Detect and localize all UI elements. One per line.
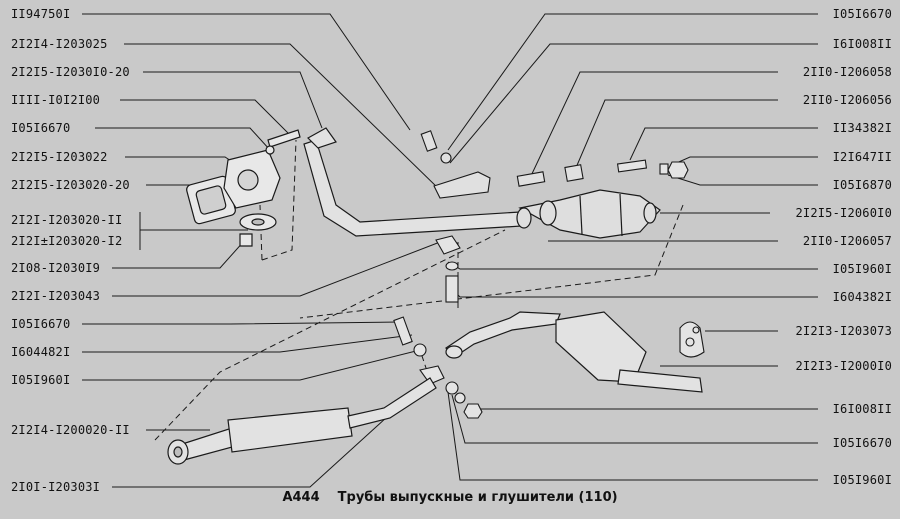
part-label: 2I2I4-I200020-II: [11, 423, 130, 437]
part-label: 2I0I-I20303I: [11, 480, 101, 494]
part-label: 2II0-I206058: [802, 65, 892, 79]
part-label: I05I960I: [11, 373, 71, 387]
part-label: I6I008II: [832, 37, 892, 51]
part-label: I05I960I: [832, 262, 892, 276]
part-label: 2I2I3-I2000I0: [795, 359, 892, 373]
part-label: 2I2I3-I203073: [795, 324, 892, 338]
part-label: IIII-I0I2I00: [11, 93, 101, 107]
caption-code: A444: [282, 490, 320, 505]
part-label: 2I2I5-I2030I0-20: [11, 65, 130, 79]
part-label: 2II0-I206057: [802, 234, 892, 248]
part-label: 2I2I4-I203025: [11, 37, 108, 51]
part-label: I6I008II: [832, 402, 892, 416]
part-label: I604382I: [832, 290, 892, 304]
part-label: I05I6670: [11, 121, 71, 135]
part-label: I2I647II: [832, 150, 892, 164]
part-label: I05I6870: [832, 178, 892, 192]
part-label: I05I6670: [11, 317, 71, 331]
part-label: II94750I: [11, 7, 71, 21]
part-label: 2I2I-I203020-II: [11, 213, 123, 227]
part-label: 2I08-I2030I9: [11, 261, 101, 275]
part-label: I05I6670: [832, 436, 892, 450]
part-label: 2I2I-I203043: [11, 289, 101, 303]
part-label: 2I2I5-I203022: [11, 150, 108, 164]
part-label: I05I6670: [832, 7, 892, 21]
caption-title: Трубы выпускные и глушители (110): [337, 490, 618, 505]
part-label: I05I960I: [832, 473, 892, 487]
part-label: 2I2I±I203020-I2: [11, 234, 123, 248]
part-label: II34382I: [832, 121, 892, 135]
part-label: 2I2I5-I2060I0: [795, 206, 892, 220]
part-label: 2II0-I206056: [802, 93, 892, 107]
figure-caption: A444 Трубы выпускные и глушители (110): [0, 490, 900, 505]
part-label: I604482I: [11, 345, 71, 359]
part-label: 2I2I5-I203020-20: [11, 178, 130, 192]
